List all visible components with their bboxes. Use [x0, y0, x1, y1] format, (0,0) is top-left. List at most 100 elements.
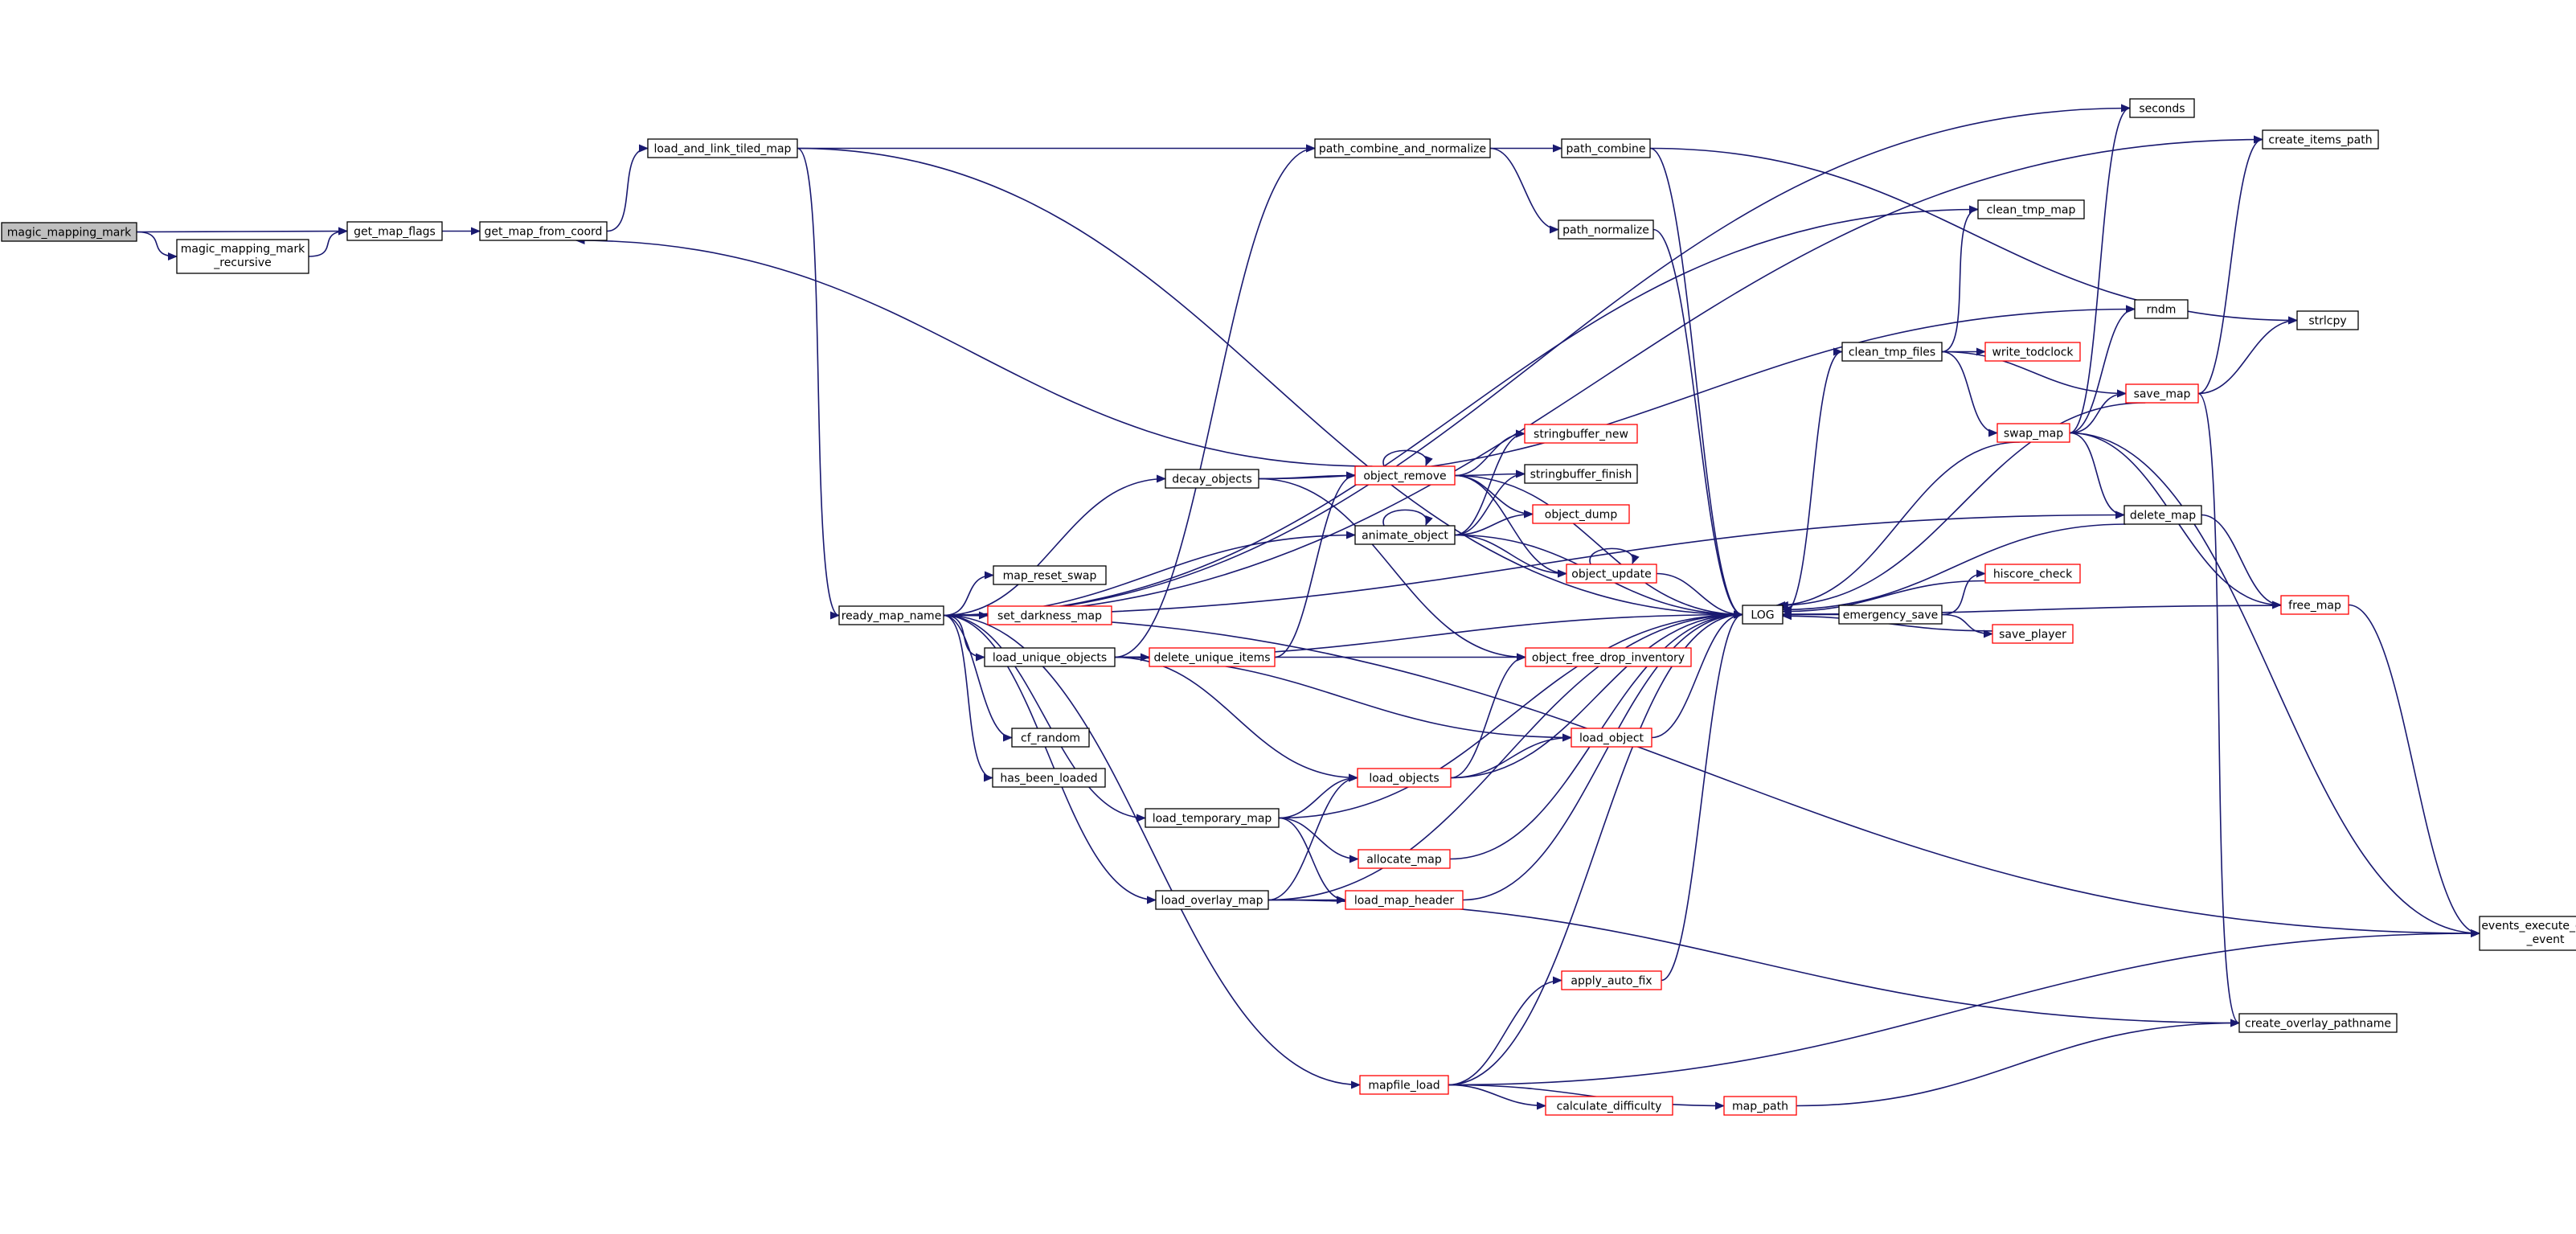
node-magic_mapping_mark_recursive[interactable]: magic_mapping_mark_recursive — [176, 239, 309, 274]
edge-magic_mapping_mark_recursive-to-get_map_flags — [308, 227, 348, 257]
node-box — [1977, 199, 2085, 219]
node-hiscore_check[interactable]: hiscore_check — [1984, 564, 2081, 584]
node-save_map[interactable]: save_map — [2125, 383, 2199, 404]
node-free_map[interactable]: free_map — [2280, 595, 2349, 615]
edge-ready_map_name-to-events_execute_global_event — [943, 614, 2480, 937]
node-calculate_difficulty[interactable]: calculate_difficulty — [1545, 1096, 1673, 1116]
edge-load_overlay_map-to-load_objects — [1268, 773, 1358, 901]
edge-object_remove-to-stringbuffer_new — [1454, 429, 1526, 477]
node-animate_object[interactable]: animate_object — [1354, 525, 1456, 545]
edge-swap_map-to-rndm — [2069, 305, 2136, 434]
edge-mapfile_load-to-apply_auto_fix — [1448, 976, 1562, 1086]
node-swap_map[interactable]: swap_map — [1997, 423, 2070, 443]
edge-load_overlay_map-to-LOG — [1268, 610, 1743, 901]
node-box — [1841, 342, 1943, 362]
edge-free_map-to-events_execute_global_event — [2348, 604, 2480, 937]
node-load_objects[interactable]: load_objects — [1357, 768, 1452, 788]
node-box — [1566, 564, 1657, 584]
node-stringbuffer_new[interactable]: stringbuffer_new — [1524, 424, 1638, 444]
node-label: has_been_loaded — [1000, 773, 1097, 785]
node-seconds[interactable]: seconds — [2129, 98, 2195, 118]
edge-save_map-to-create_items_path — [2197, 135, 2263, 395]
node-set_darkness_map[interactable]: set_darkness_map — [987, 605, 1112, 625]
node-clean_tmp_files[interactable]: clean_tmp_files — [1841, 342, 1943, 362]
node-box — [2123, 505, 2202, 525]
node-object_remove[interactable]: object_remove — [1354, 465, 1456, 486]
node-label: load_and_link_tiled_map — [654, 143, 792, 156]
node-allocate_map[interactable]: allocate_map — [1358, 849, 1451, 869]
node-label: object_update — [1571, 568, 1651, 581]
edge-ready_map_name-to-delete_map — [943, 510, 2125, 617]
edge-load_and_link_tiled_map-to-LOG — [797, 147, 1743, 619]
node-label: magic_mapping_mark — [181, 243, 305, 256]
node-box — [1524, 424, 1638, 444]
node-map_path[interactable]: map_path — [1723, 1096, 1797, 1116]
edge-object_update-to-object_update — [1589, 547, 1640, 565]
edge-load_and_link_tiled_map-to-ready_map_name — [797, 147, 840, 620]
edge-load_unique_objects-to-load_objects — [1114, 656, 1358, 782]
node-ready_map_name[interactable]: ready_map_name — [838, 605, 944, 625]
node-box — [1358, 849, 1451, 869]
node-emergency_save[interactable]: emergency_save — [1838, 605, 1943, 625]
node-label: decay_objects — [1172, 474, 1252, 486]
node-object_free_drop_inventory[interactable]: object_free_drop_inventory — [1525, 647, 1692, 667]
edge-ready_map_name-to-mapfile_load — [943, 614, 1361, 1089]
node-object_dump[interactable]: object_dump — [1532, 504, 1630, 524]
node-label: map_reset_swap — [1003, 570, 1097, 583]
node-box — [1524, 464, 1638, 484]
node-cf_random[interactable]: cf_random — [1011, 728, 1090, 748]
edge-mapfile_load-to-LOG — [1448, 610, 1743, 1086]
node-mapfile_load[interactable]: mapfile_load — [1359, 1075, 1449, 1095]
edge-swap_map-to-seconds — [2069, 104, 2131, 434]
node-LOG[interactable]: LOG — [1742, 605, 1784, 625]
node-write_todclock[interactable]: write_todclock — [1984, 342, 2081, 362]
node-get_map_flags[interactable]: get_map_flags — [346, 221, 443, 241]
node-label: mapfile_load — [1368, 1080, 1440, 1093]
node-load_overlay_map[interactable]: load_overlay_map — [1155, 890, 1269, 910]
node-box — [984, 647, 1116, 667]
node-load_and_link_tiled_map[interactable]: load_and_link_tiled_map — [647, 138, 798, 158]
node-box — [1984, 564, 2081, 584]
node-create_items_path[interactable]: create_items_path — [2262, 129, 2379, 150]
node-get_map_from_coord[interactable]: get_map_from_coord — [479, 221, 608, 241]
node-path_combine_and_normalize[interactable]: path_combine_and_normalize — [1314, 138, 1491, 158]
edge-LOG-to-clean_tmp_files — [1782, 347, 1843, 616]
edge-load_temporary_map-to-load_objects — [1278, 773, 1358, 819]
node-delete_map[interactable]: delete_map — [2123, 505, 2202, 525]
edge-load_objects-to-load_object — [1450, 733, 1572, 779]
edge-swap_map-to-delete_map — [2069, 432, 2125, 519]
node-rndm[interactable]: rndm — [2134, 299, 2189, 319]
node-path_normalize[interactable]: path_normalize — [1558, 219, 1654, 240]
nodes-layer: magic_mapping_markmagic_mapping_mark_rec… — [1, 98, 2576, 1116]
node-clean_tmp_map[interactable]: clean_tmp_map — [1977, 199, 2085, 219]
edge-map_path-to-create_overlay_pathname — [1796, 1019, 2240, 1107]
edge-clean_tmp_files-to-save_map — [1941, 351, 2127, 398]
node-magic_mapping_mark[interactable]: magic_mapping_mark — [1, 222, 137, 242]
node-apply_auto_fix[interactable]: apply_auto_fix — [1561, 970, 1662, 990]
edge-object_remove-to-object_remove — [1382, 449, 1433, 467]
node-events_execute_global_event[interactable]: events_execute_global_event — [2479, 916, 2576, 951]
edge-mapfile_load-to-map_path — [1448, 1084, 1725, 1110]
node-object_update[interactable]: object_update — [1566, 564, 1657, 584]
edge-object_remove-to-get_map_from_coord — [575, 236, 1373, 467]
edge-ready_map_name-to-has_been_loaded — [943, 614, 993, 782]
node-stringbuffer_finish[interactable]: stringbuffer_finish — [1524, 464, 1638, 484]
node-delete_unique_items[interactable]: delete_unique_items — [1149, 647, 1276, 667]
node-decay_objects[interactable]: decay_objects — [1165, 469, 1259, 489]
node-save_player[interactable]: save_player — [1992, 624, 2074, 644]
node-map_reset_swap[interactable]: map_reset_swap — [993, 565, 1107, 585]
node-load_unique_objects[interactable]: load_unique_objects — [984, 647, 1116, 667]
node-label: magic_mapping_mark — [7, 227, 132, 240]
node-load_map_header[interactable]: load_map_header — [1345, 890, 1464, 910]
node-load_object[interactable]: load_object — [1571, 728, 1652, 748]
node-label: object_free_drop_inventory — [1532, 652, 1685, 665]
node-path_combine[interactable]: path_combine — [1561, 138, 1651, 158]
node-load_temporary_map[interactable]: load_temporary_map — [1145, 808, 1280, 828]
node-box — [1571, 728, 1652, 748]
node-label: apply_auto_fix — [1571, 975, 1652, 988]
node-create_overlay_pathname[interactable]: create_overlay_pathname — [2238, 1013, 2398, 1033]
node-strlcpy[interactable]: strlcpy — [2296, 310, 2359, 330]
edge-ready_map_name-to-decay_objects — [943, 474, 1166, 617]
node-has_been_loaded[interactable]: has_been_loaded — [992, 768, 1106, 788]
node-box — [1838, 605, 1943, 625]
